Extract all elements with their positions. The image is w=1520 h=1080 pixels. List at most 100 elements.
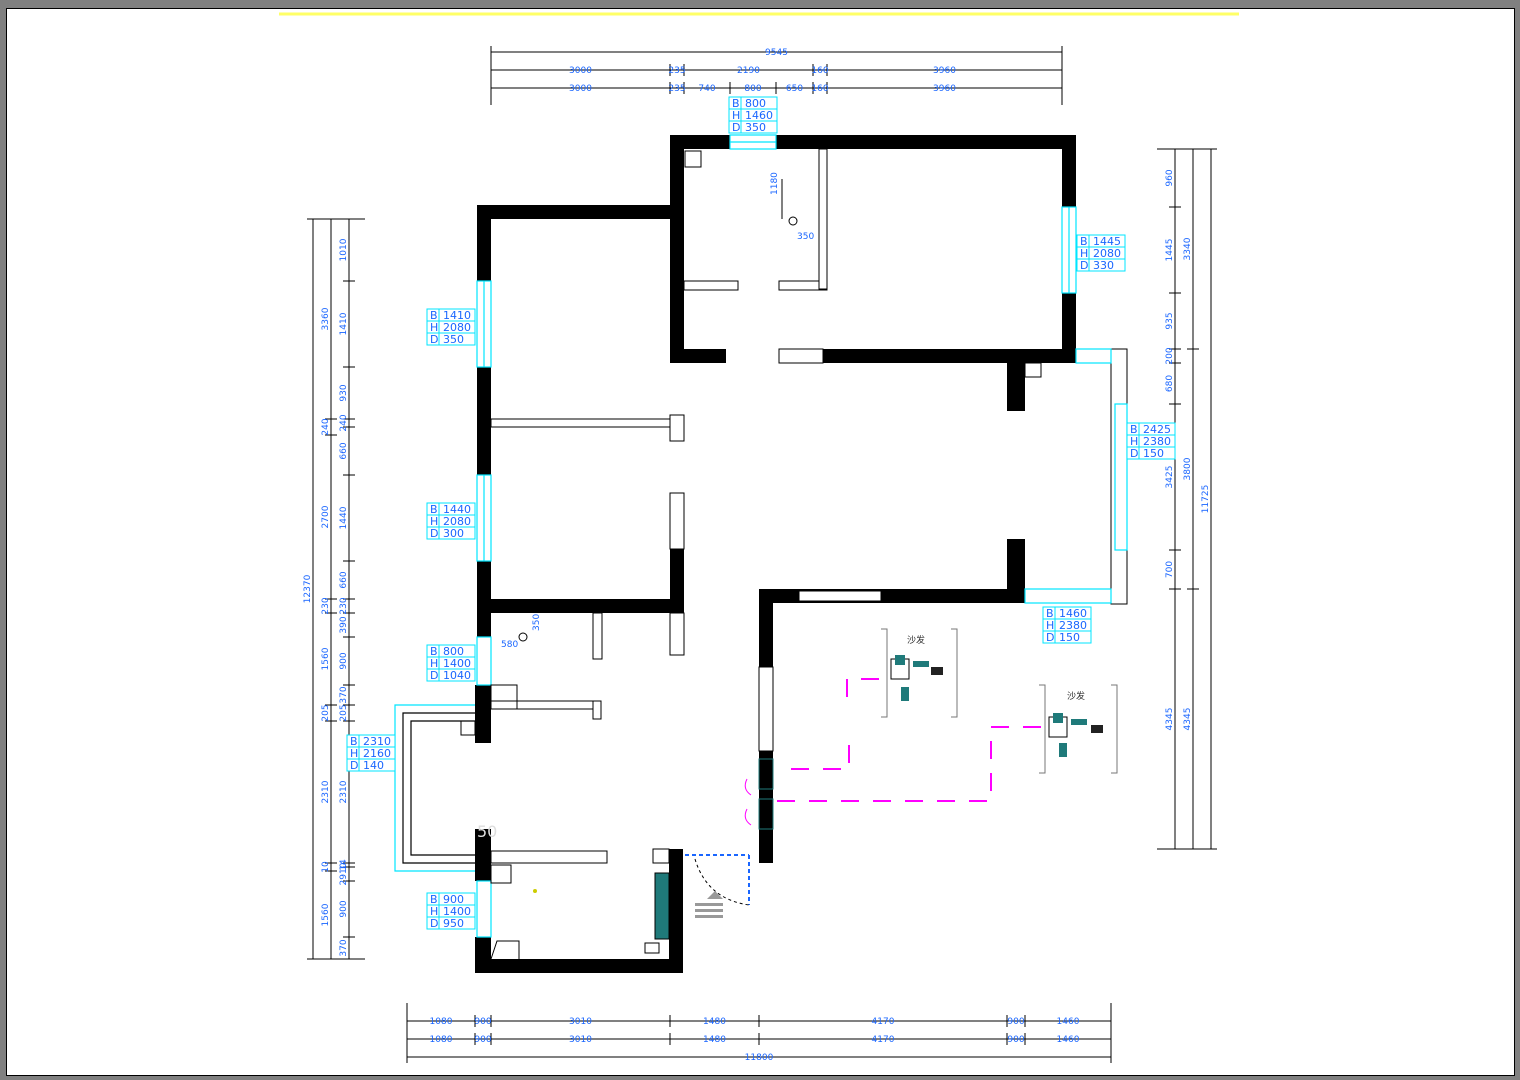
inner-dim: 350 <box>532 614 542 631</box>
left-col2-label: 900 <box>339 900 349 917</box>
left-col1-label: 1560 <box>321 903 331 926</box>
right-col2-label: 700 <box>1165 561 1175 578</box>
wall <box>477 205 684 219</box>
dashed-zones <box>777 678 1047 802</box>
stove-icon <box>654 872 670 940</box>
tag-letter: H <box>430 515 438 528</box>
bottom-row2-label: 1460 <box>1057 1035 1080 1045</box>
partition <box>798 590 882 602</box>
tag-value: 1460 <box>745 109 773 122</box>
tag-value: 140 <box>363 759 384 772</box>
tag-letter: D <box>1080 259 1088 272</box>
window-west-3 <box>476 636 492 686</box>
wall <box>670 349 726 363</box>
bay-window-inner <box>410 720 475 856</box>
tag-letter: D <box>350 759 358 772</box>
tag-value: 2080 <box>1093 247 1121 260</box>
partitions <box>490 148 1128 864</box>
wall <box>669 849 683 973</box>
partition <box>778 348 824 364</box>
left-col2-label: 1010 <box>339 238 349 261</box>
left-col2-label: 240 <box>339 414 349 431</box>
bottom-row2-label: 900 <box>474 1035 491 1045</box>
walls <box>475 135 1076 973</box>
bottom-row2-label: 900 <box>1007 1035 1024 1045</box>
column-icon <box>684 150 702 168</box>
left-col2-label: 660 <box>339 571 349 588</box>
right-total-label: 11725 <box>1201 485 1211 514</box>
tag-value: 1460 <box>1059 607 1087 620</box>
tag-letter: H <box>732 109 740 122</box>
arc-mark <box>744 778 752 796</box>
partition <box>490 418 672 428</box>
windows <box>394 134 1128 938</box>
bottom-row1-label: 900 <box>474 1017 491 1027</box>
tag-value: 900 <box>443 893 464 906</box>
tag-value: 1445 <box>1093 235 1121 248</box>
inner-dim: 580 <box>501 640 518 650</box>
partition <box>683 280 739 291</box>
right-col2-label: 935 <box>1165 312 1175 329</box>
window-corner <box>1075 348 1112 364</box>
window-west-4 <box>476 880 492 938</box>
wall <box>670 135 684 363</box>
column-icon <box>490 864 512 884</box>
tag-value: 2080 <box>443 321 471 334</box>
sink-icon <box>490 940 520 960</box>
tag-letter: B <box>1046 607 1054 620</box>
left-dimension-chain: 1237033602402700230156020523101015601010… <box>303 218 365 960</box>
left-col2-label: 2910 <box>339 862 349 885</box>
wall <box>823 349 1076 363</box>
bottom-row1-label: 1080 <box>430 1017 453 1027</box>
sofa-cushion <box>1071 719 1087 725</box>
sofa-cushion <box>913 661 929 667</box>
stray-label: 50 <box>477 822 497 841</box>
tag-box <box>426 502 476 540</box>
tag-value: 800 <box>443 645 464 658</box>
right-col2-label: 200 <box>1165 347 1175 364</box>
bottom-row2-label: 4170 <box>872 1035 895 1045</box>
door-swing-arc <box>694 858 750 906</box>
bay-window-outer <box>394 704 475 872</box>
window-living-right <box>1114 403 1128 551</box>
tag-value: 150 <box>1059 631 1080 644</box>
bay-window-mid <box>402 712 475 864</box>
top-row2-label: 235 <box>668 84 685 94</box>
top-row1-label: 2190 <box>737 66 760 76</box>
tag-value: 150 <box>1143 447 1164 460</box>
sofa-bracket <box>1039 684 1046 774</box>
inner-dim: 1180 <box>770 172 780 195</box>
partition <box>592 700 602 720</box>
tag-box <box>346 734 396 772</box>
sofa-label: 沙发 <box>1067 690 1085 702</box>
left-col2-label: 230 <box>339 597 349 614</box>
radiator-icon <box>758 758 774 790</box>
sofa-label: 沙发 <box>907 634 925 646</box>
tag-value: 300 <box>443 527 464 540</box>
left-col1-label: 3360 <box>321 307 331 330</box>
partition <box>669 492 685 550</box>
left-col1-label: 2310 <box>321 780 331 803</box>
tag-box <box>1076 234 1126 272</box>
top-row2-label: 740 <box>698 84 715 94</box>
tag-value: 1400 <box>443 657 471 670</box>
light-icon <box>533 889 537 893</box>
left-col2-label: 370 <box>339 686 349 703</box>
left-col1-label: 230 <box>321 597 331 614</box>
top-row2-label: 650 <box>786 84 803 94</box>
radiator-icon <box>758 798 774 830</box>
tag-letter: B <box>732 97 740 110</box>
wall <box>759 589 773 667</box>
tag-value: 2080 <box>443 515 471 528</box>
window-living-bottom <box>1024 588 1112 604</box>
tag-value: 1400 <box>443 905 471 918</box>
left-col2-label: 1440 <box>339 506 349 529</box>
wall <box>759 751 773 863</box>
